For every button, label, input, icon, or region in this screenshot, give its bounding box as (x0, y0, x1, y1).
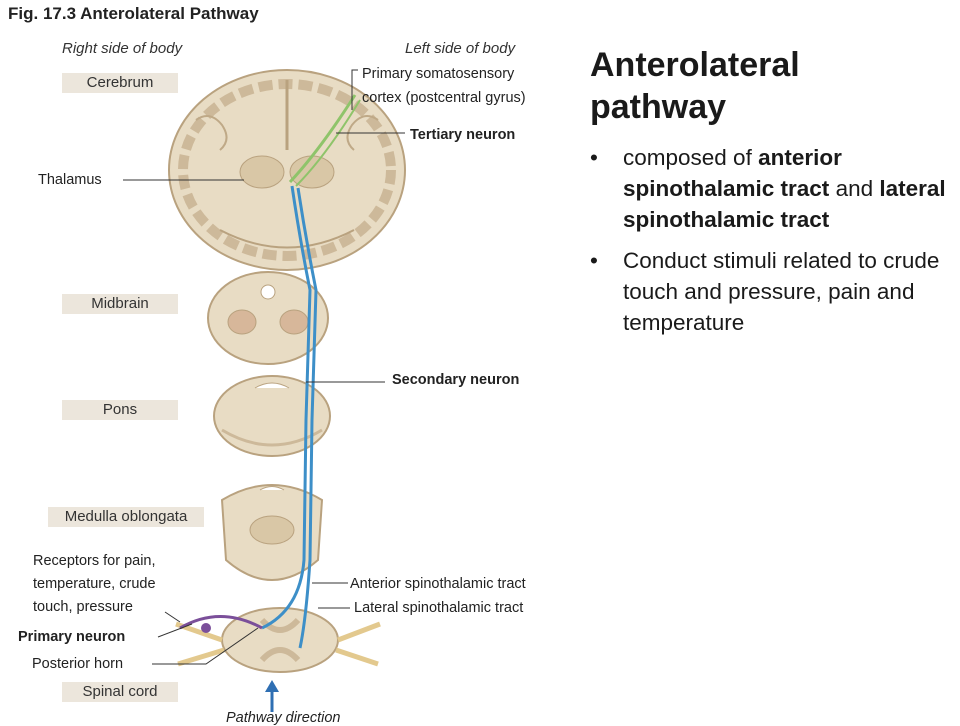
bullet-item-2: • Conduct stimuli related to crude touch… (590, 245, 950, 338)
primary-neuron-path (179, 615, 263, 633)
secondary-neuron-label: Secondary neuron (392, 372, 520, 388)
region-midbrain: Midbrain (62, 294, 178, 314)
anterolateral-pathway-diagram (123, 69, 406, 712)
primary-cortex-label-2: cortex (postcentral gyrus) (362, 90, 526, 106)
bullet-list: • composed of anterior spinothalamic tra… (590, 142, 950, 348)
slide-heading: Anterolateral pathway (590, 44, 950, 128)
region-pons: Pons (62, 400, 178, 420)
receptors-label-2: temperature, crude (33, 576, 156, 592)
thalamus-label: Thalamus (38, 172, 102, 188)
primary-neuron-label: Primary neuron (18, 629, 126, 645)
bullet1-text-1: composed of (623, 145, 759, 170)
region-cerebrum: Cerebrum (62, 73, 178, 93)
receptors-label-1: Receptors for pain, (33, 553, 156, 569)
cerebrum-section (168, 69, 406, 271)
bullet1-keyword-1: anterior spinothalamic tract (623, 145, 842, 201)
secondary-neuron-path (261, 185, 318, 649)
region-spinal-cord: Spinal cord (62, 682, 178, 702)
slide-heading-line1: Anterolateral (590, 46, 800, 84)
bullet-item-1: • composed of anterior spinothalamic tra… (590, 142, 950, 235)
slide-heading-line2: pathway (590, 88, 727, 126)
leader-lines (123, 69, 405, 665)
region-medulla: Medulla oblongata (48, 507, 204, 527)
tertiary-neuron-path (288, 94, 361, 187)
posterior-horn-label: Posterior horn (32, 656, 124, 672)
receptors-label-3: touch, pressure (33, 599, 133, 615)
figure-title: Fig. 17.3 Anterolateral Pathway (8, 4, 259, 23)
bullet2-text: Conduct stimuli related to crude touch a… (623, 248, 940, 335)
left-side-label: Left side of body (405, 40, 516, 57)
primary-cortex-label-1: Primary somatosensory (362, 66, 515, 82)
bullet1-text-2: and (829, 176, 880, 201)
bullet1-keyword-2: lateral spinothalamic tract (623, 176, 946, 232)
anterior-tract-label: Anterior spinothalamic tract (350, 576, 526, 592)
bullet-dot: • (590, 145, 598, 170)
lateral-tract-label: Lateral spinothalamic tract (354, 600, 524, 616)
pathway-direction-arrow (265, 680, 279, 712)
bullet-dot: • (590, 248, 598, 273)
midbrain-section (207, 271, 329, 365)
tertiary-neuron-label: Tertiary neuron (410, 127, 516, 143)
medulla-section (220, 484, 324, 581)
right-side-label: Right side of body (62, 40, 183, 57)
pathway-direction-label: Pathway direction (226, 710, 341, 726)
